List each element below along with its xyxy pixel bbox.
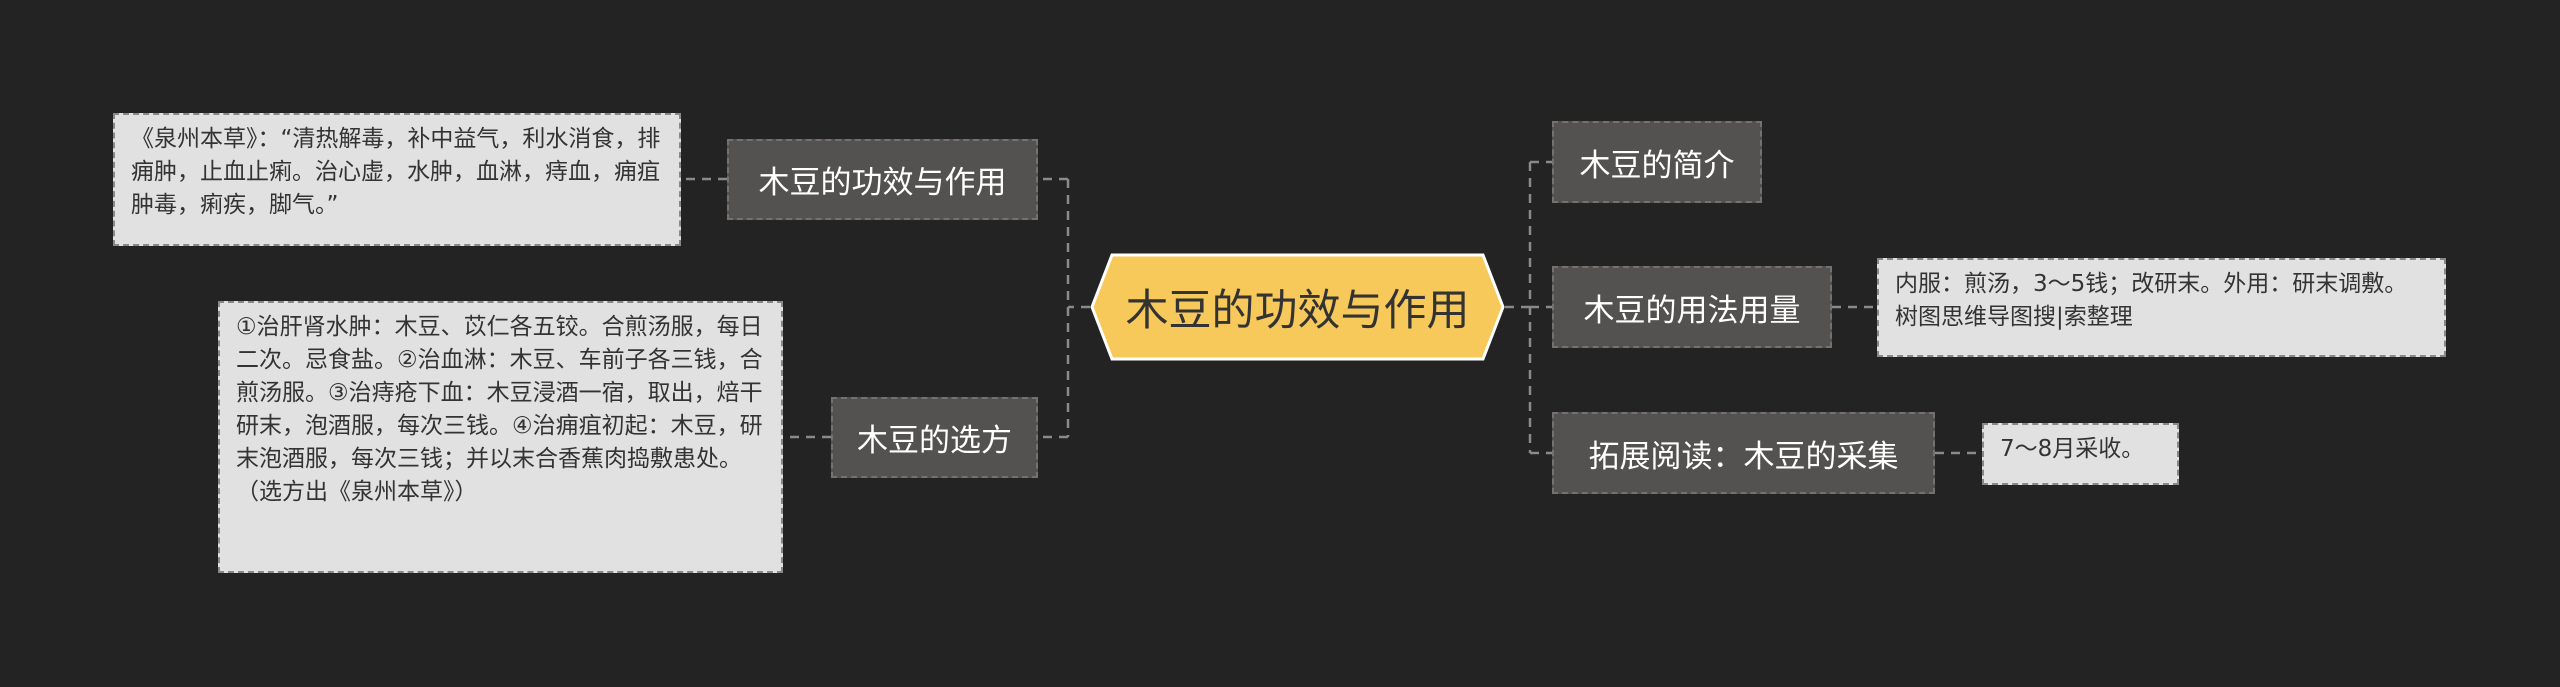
root-label: 木豆的功效与作用 bbox=[1125, 286, 1470, 336]
branch-intro[interactable]: 木豆的简介 bbox=[1552, 121, 1762, 203]
branch-intro-label: 木豆的简介 bbox=[1579, 147, 1735, 184]
branch-efficacy[interactable]: 木豆的功效与作用 bbox=[727, 139, 1038, 220]
branch-prescriptions-label: 木豆的选方 bbox=[857, 423, 1012, 459]
leaf-prescriptions-text: ①治肝肾水肿：木豆、苡仁各五铰。合煎汤服，每日二次。忌食盐。②治血淋：木豆、车前… bbox=[236, 314, 763, 505]
leaf-harvest-detail: 7～8月采收。 bbox=[1982, 423, 2179, 485]
root-node[interactable]: 木豆的功效与作用 bbox=[1090, 253, 1505, 361]
leaf-usage-dosage-text: 内服：煎汤，3～5钱；改研末。外用：研末调敷。树图思维导图搜|索整理 bbox=[1895, 271, 2408, 330]
branch-efficacy-label: 木豆的功效与作用 bbox=[758, 165, 1007, 201]
leaf-efficacy-detail: 《泉州本草》：“清热解毒，补中益气，利水消食，排痈肿，止血止痢。治心虚，水肿，血… bbox=[113, 113, 681, 246]
leaf-prescriptions-detail: ①治肝肾水肿：木豆、苡仁各五铰。合煎汤服，每日二次。忌食盐。②治血淋：木豆、车前… bbox=[218, 301, 783, 573]
branch-harvest[interactable]: 拓展阅读：木豆的采集 bbox=[1552, 412, 1935, 494]
root-hexagon bbox=[1090, 253, 1505, 361]
branch-usage-dosage-label: 木豆的用法用量 bbox=[1583, 292, 1801, 329]
branch-prescriptions[interactable]: 木豆的选方 bbox=[831, 397, 1038, 478]
branch-harvest-label: 拓展阅读：木豆的采集 bbox=[1588, 438, 1899, 475]
leaf-harvest-text: 7～8月采收。 bbox=[2000, 436, 2145, 462]
branch-usage-dosage[interactable]: 木豆的用法用量 bbox=[1552, 266, 1832, 348]
leaf-efficacy-text: 《泉州本草》：“清热解毒，补中益气，利水消食，排痈肿，止血止痢。治心虚，水肿，血… bbox=[131, 126, 661, 218]
leaf-usage-dosage-detail: 内服：煎汤，3～5钱；改研末。外用：研末调敷。树图思维导图搜|索整理 bbox=[1877, 258, 2446, 357]
